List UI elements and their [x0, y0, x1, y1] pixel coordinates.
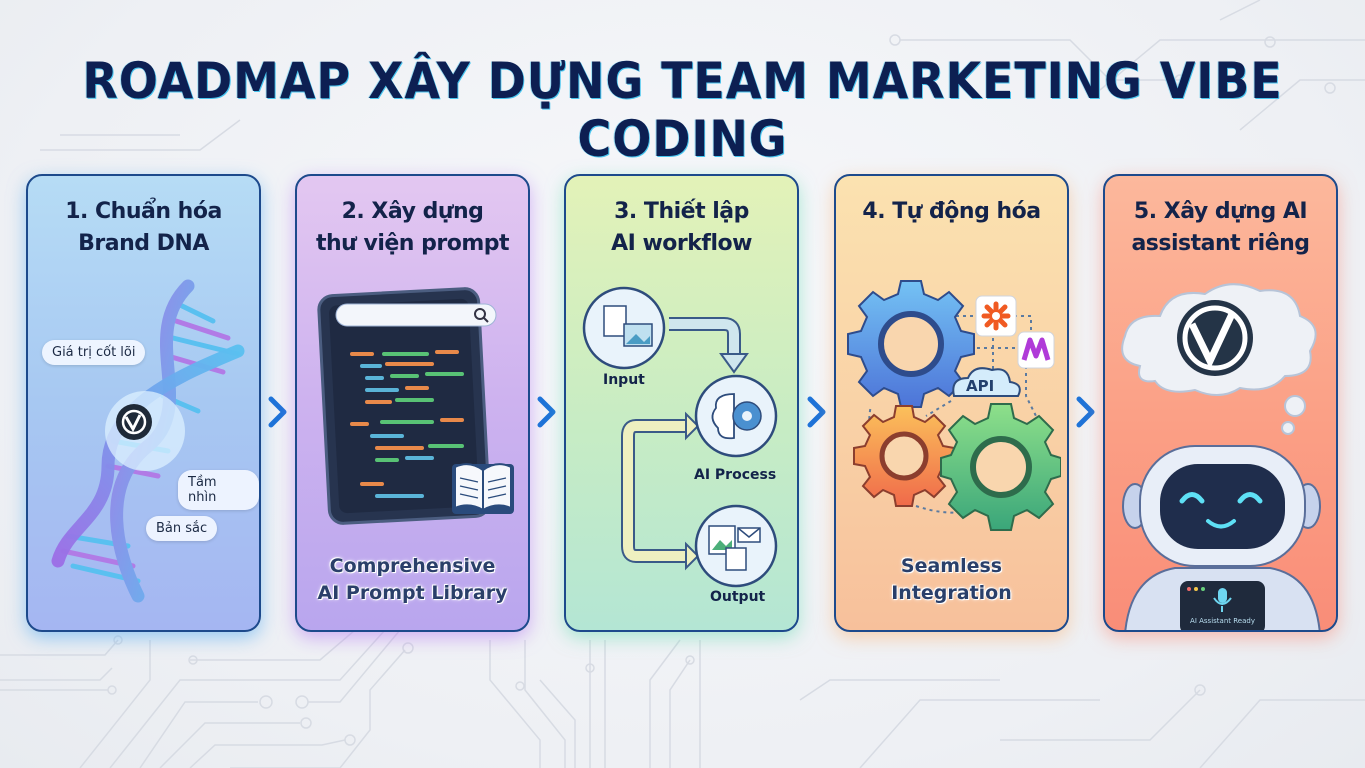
chevron-right-icon — [537, 396, 556, 428]
step-title: 2. Xây dựng thư viện prompt — [315, 199, 510, 256]
label-vision: Tầm nhìn — [178, 470, 259, 510]
workflow-node-input: Input — [603, 372, 645, 388]
vc-logo — [116, 404, 152, 440]
robot-body — [1124, 567, 1321, 630]
label-core-values: Giá trị cốt lõi — [42, 340, 146, 365]
chevron-right-icon — [1076, 396, 1095, 428]
workflow-diagram — [582, 286, 778, 588]
step-card-prompt-library: 2. Xây dựng thư viện prompt Comprehensiv… — [295, 174, 530, 632]
code-tablet-icon — [317, 287, 514, 525]
step-title: 5. Xây dựng AI assistant riêng — [1131, 199, 1310, 256]
step-title: 3. Thiết lập AI workflow — [611, 199, 752, 256]
label-identity: Bản sắc — [146, 516, 218, 541]
ai-process-node — [694, 374, 778, 458]
step-card-ai-assistant: 5. Xây dựng AI assistant riêng — [1103, 174, 1338, 632]
integration-caption: Seamless Integration — [891, 555, 1012, 604]
output-node — [694, 504, 778, 588]
api-label: API — [966, 377, 995, 395]
library-caption: Comprehensive AI Prompt Library — [317, 555, 508, 604]
workflow-node-ai-process: AI Process — [694, 467, 777, 483]
step-card-automation: 4. Tự động hóa — [834, 174, 1069, 632]
open-book-icon — [452, 463, 514, 514]
workflow-node-output: Output — [710, 589, 766, 605]
step-card-ai-workflow: 3. Thiết lập AI workflow — [564, 174, 799, 632]
robot-head — [1122, 445, 1321, 567]
vc-logo-icon — [121, 409, 147, 435]
dna-helix-icon — [51, 279, 245, 603]
orange-gear — [853, 405, 955, 507]
robot-assistant-icon — [1121, 283, 1321, 630]
step-title: 4. Tự động hóa — [862, 199, 1041, 224]
input-node — [582, 286, 666, 370]
chevron-right-icon — [268, 396, 287, 428]
assistant-status-label: AI Assistant Ready — [1190, 617, 1255, 625]
vc-logo — [1177, 300, 1253, 376]
page-title: ROADMAP XÂY DỰNG TEAM MARKETING VIBE COD… — [82, 52, 1283, 168]
chevron-right-icon — [807, 396, 826, 428]
zapier-icon — [975, 295, 1017, 337]
gears-integration-icon — [847, 280, 1061, 531]
green-gear — [940, 403, 1061, 531]
api-cloud-icon — [952, 367, 1021, 397]
step-card-brand-dna: 1. Chuẩn hóa Brand DNA — [26, 174, 261, 632]
step-title: 1. Chuẩn hóa Brand DNA — [65, 199, 222, 256]
make-icon — [1017, 331, 1055, 369]
blue-gear — [847, 280, 975, 408]
